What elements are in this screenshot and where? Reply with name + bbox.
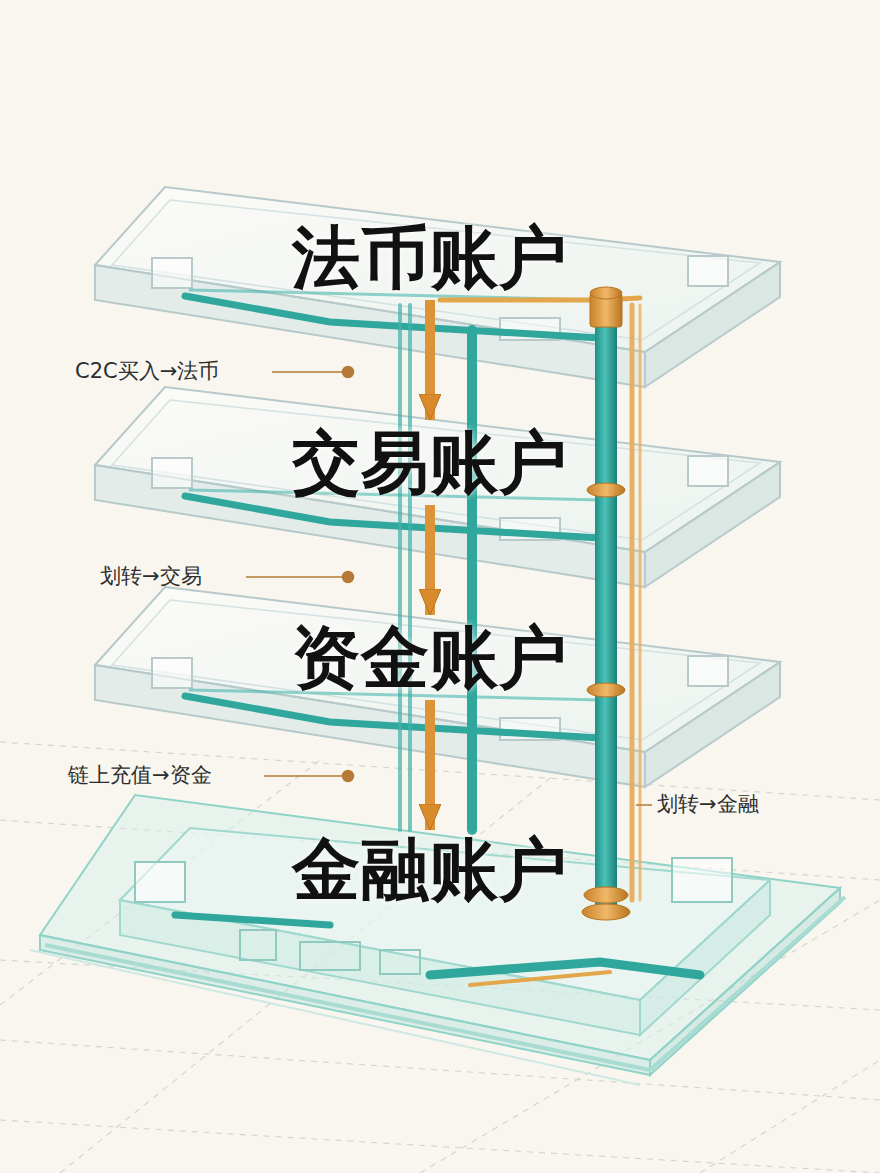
slab-pipe — [185, 690, 600, 738]
base-pipes — [470, 972, 610, 985]
pipe-collar — [584, 887, 628, 903]
base-platform — [45, 897, 845, 1070]
slab-pipe — [185, 496, 600, 538]
callout-label: 划转→金融 — [657, 793, 759, 816]
base-platform — [640, 880, 770, 1035]
account-layer: 资金账户 — [240, 615, 620, 700]
glass-slab — [95, 587, 780, 752]
glass-slab — [688, 456, 728, 486]
base-pipes — [430, 962, 700, 975]
glass-slab — [152, 258, 192, 288]
base-platform — [135, 862, 185, 902]
layer-title: 法币账户 — [292, 224, 568, 292]
pipe-collar — [587, 483, 625, 497]
leader-line — [636, 804, 652, 806]
base-platform — [30, 795, 845, 1085]
base-platform — [300, 942, 360, 970]
glass-slab — [688, 656, 728, 686]
vertical-pipes — [595, 320, 617, 905]
vertical-pipes — [398, 305, 402, 830]
base-platform — [380, 950, 420, 974]
layer-title: 交易账户 — [292, 429, 568, 497]
leader-line — [246, 576, 348, 578]
slab-pipe — [185, 490, 600, 538]
slab-pipe — [185, 290, 640, 338]
glass-slab — [95, 387, 780, 552]
leader-line — [264, 775, 348, 777]
leader-line — [343, 572, 354, 583]
glass-slab — [688, 256, 728, 286]
vertical-pipes — [467, 330, 477, 830]
vertical-pipes — [630, 305, 635, 900]
account-layer: 交易账户 — [240, 420, 620, 505]
leader-line — [343, 771, 354, 782]
layer-title: 资金账户 — [292, 624, 568, 692]
leader-line — [343, 367, 354, 378]
pipe-collar — [590, 287, 622, 299]
callout-label: 链上充值→资金 — [68, 764, 212, 787]
base-platform — [120, 828, 770, 1000]
base-platform — [672, 858, 732, 902]
layer-title: 金融账户 — [292, 836, 568, 904]
pipe-collar — [587, 683, 625, 697]
glass-slab — [112, 400, 760, 540]
glass-slab — [112, 200, 760, 340]
glass-slab — [95, 187, 780, 387]
slab-pipe — [190, 690, 600, 700]
glass-slab — [152, 458, 192, 488]
glass-slab — [112, 600, 760, 740]
flow-arrow — [425, 700, 435, 830]
base-pipes — [175, 915, 700, 985]
vertical-pipes — [639, 305, 642, 900]
floor-grid — [0, 1040, 880, 1100]
pipe-collar — [582, 904, 630, 920]
glass-slab — [95, 387, 780, 587]
glass-slab — [95, 187, 780, 352]
slab-pipe — [185, 696, 600, 738]
flow-arrow — [425, 505, 435, 615]
base-pipes — [175, 915, 330, 925]
account-layer: 金融账户 — [240, 830, 620, 910]
leader-line — [246, 367, 652, 806]
pipe-collar — [582, 287, 630, 920]
leader-line — [272, 371, 348, 373]
floor-grid — [0, 742, 880, 1173]
glass-slab — [95, 587, 780, 787]
vertical-pipes — [408, 305, 412, 830]
callout-label: C2C买入→法币 — [75, 360, 219, 383]
callout-label: 划转→交易 — [100, 565, 202, 588]
glass-slab — [152, 658, 192, 688]
base-platform — [240, 930, 276, 960]
vertical-pipes — [400, 305, 640, 905]
floor-grid — [700, 1060, 880, 1173]
flow-arrow — [425, 300, 435, 420]
floor-grid — [0, 1120, 880, 1173]
account-layer: 法币账户 — [240, 215, 620, 300]
